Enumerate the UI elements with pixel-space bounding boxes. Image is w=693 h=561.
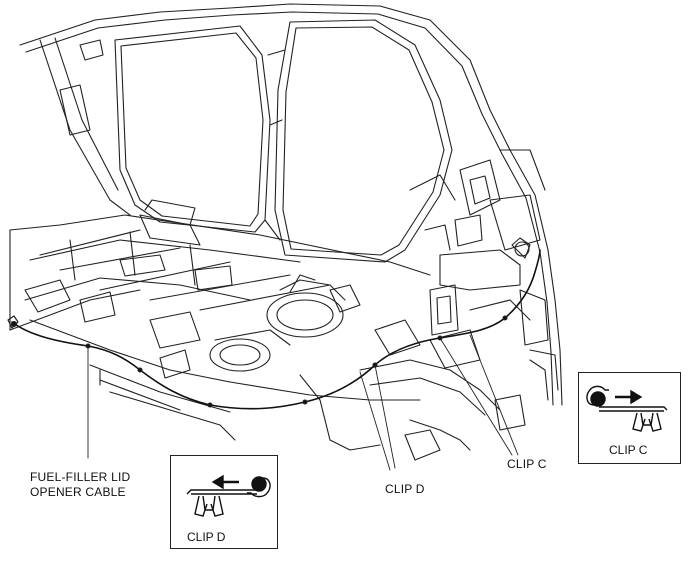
clip-c-inset: CLIP C	[578, 372, 681, 464]
cable-label-line2: OPENER CABLE	[30, 485, 126, 499]
cable-label-line1: FUEL-FILLER LID	[30, 470, 131, 484]
clip-d-inset: CLIP D	[170, 455, 278, 549]
clip-c-inset-label: CLIP C	[609, 443, 648, 457]
clip-c-icon	[586, 385, 668, 432]
body-side-frame	[19, 3, 563, 406]
clip-d-icon	[186, 474, 271, 517]
clip-c-callout: CLIP C	[507, 457, 547, 471]
leader-lines	[87, 334, 519, 471]
fuel-filler-lid-opener-cable	[7, 249, 541, 410]
floor-pan	[9, 199, 549, 461]
clip-d-inset-label: CLIP D	[187, 530, 226, 544]
clip-d-callout: CLIP D	[385, 482, 425, 496]
